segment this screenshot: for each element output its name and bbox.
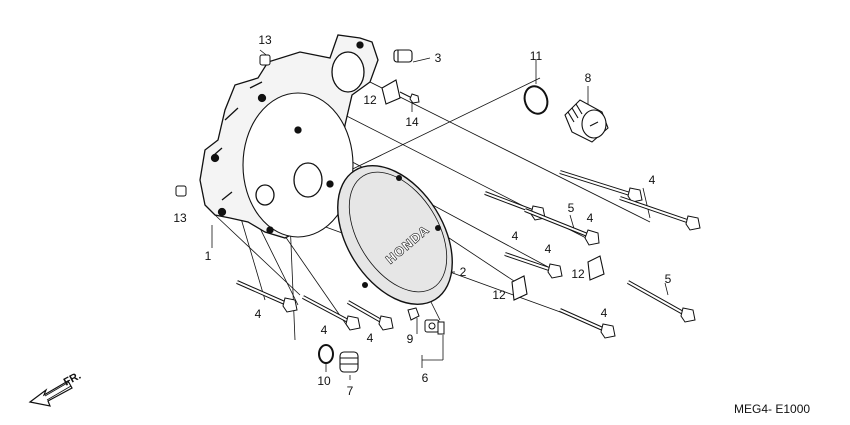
cover-screw-hole xyxy=(396,175,402,181)
cover-screw-hole xyxy=(362,282,368,288)
bolt-part-4 xyxy=(619,196,701,231)
sealing-washer xyxy=(318,344,334,364)
callout-14: 14 xyxy=(405,115,419,129)
callout-4f: 4 xyxy=(255,307,262,321)
callout-10: 10 xyxy=(317,374,331,388)
callout-8: 8 xyxy=(585,71,592,85)
crankcase-cover-part-1 xyxy=(199,34,379,239)
callout-6: 6 xyxy=(422,371,429,385)
long-bolts xyxy=(236,170,701,339)
clamp xyxy=(511,275,528,301)
breather-fitting-part-3 xyxy=(393,49,413,63)
bolt-part-4 xyxy=(236,280,298,313)
mount-hole xyxy=(257,93,267,103)
cover-ribs xyxy=(213,81,263,201)
leader-line xyxy=(439,231,521,286)
callout-4b: 4 xyxy=(587,211,594,225)
callout-5b: 5 xyxy=(665,272,672,286)
callout-11: 11 xyxy=(530,49,543,63)
callout-4c: 4 xyxy=(512,229,519,243)
decorative-cover-shell xyxy=(337,165,453,305)
callout-3: 3 xyxy=(435,51,442,65)
callout-12a: 12 xyxy=(363,93,377,107)
mount-hole xyxy=(356,41,364,49)
callout-1: 1 xyxy=(205,249,212,263)
bolt-part-4 xyxy=(504,252,563,279)
bolt-part-4 xyxy=(302,295,361,331)
flange-nut xyxy=(407,307,420,321)
drain-plug-body xyxy=(339,351,359,373)
mount-hole xyxy=(217,207,227,217)
mount-hole xyxy=(210,153,220,163)
decorative-cover-rim xyxy=(348,171,448,293)
bolt-part-5 xyxy=(627,280,696,323)
bolt-set-washer xyxy=(428,322,436,330)
filler-cap-slot xyxy=(589,121,599,127)
bolt-part-4 xyxy=(347,300,394,331)
cover-breather-port xyxy=(331,51,365,93)
leader-line xyxy=(642,187,651,219)
breather-fitting-body xyxy=(393,49,413,63)
callout-labels: 1 2 3 4 4 4 4 4 4 4 4 5 5 6 7 8 9 10 11 … xyxy=(173,33,671,398)
bolt-part-5 xyxy=(524,208,600,246)
cover-screw-hole xyxy=(435,225,441,231)
clamp xyxy=(381,79,401,105)
plug-part-7 xyxy=(339,351,359,373)
mount-hole xyxy=(266,226,274,234)
front-direction-label: FR. xyxy=(62,370,83,389)
callout-4g: 4 xyxy=(321,323,328,337)
callout-7: 7 xyxy=(347,384,354,398)
bolt-part-4 xyxy=(559,170,643,203)
bolt-part-14 xyxy=(399,91,420,104)
callout-9: 9 xyxy=(407,332,414,346)
cover-bolt-boss xyxy=(255,184,275,206)
bolt-part-4 xyxy=(559,308,616,339)
clamp xyxy=(587,255,605,281)
dowel-pins-part-13 xyxy=(175,54,271,197)
filler-cap-threads xyxy=(567,103,583,123)
leader-line xyxy=(214,214,301,296)
callout-4d: 4 xyxy=(545,242,552,256)
leader-line xyxy=(664,282,669,296)
bolt-head xyxy=(409,93,420,104)
dowel-pin xyxy=(259,54,271,66)
leader-line xyxy=(289,219,296,341)
washer-part-10 xyxy=(318,344,334,364)
cover-dome xyxy=(242,92,354,238)
callout-2: 2 xyxy=(460,265,467,279)
bolt-washer-part-9 xyxy=(407,307,420,321)
callout-13a: 13 xyxy=(258,33,272,47)
mount-hole xyxy=(294,126,302,134)
leader-line xyxy=(412,57,431,63)
callout-4e: 4 xyxy=(601,306,608,320)
mount-hole xyxy=(326,180,334,188)
cover-inspection-hole xyxy=(293,162,323,198)
callout-13b: 13 xyxy=(173,211,187,225)
dowel-pin xyxy=(175,185,187,197)
diagram-code: MEG4- E1000 xyxy=(734,402,810,416)
callout-12b: 12 xyxy=(571,267,585,281)
bolt-shank xyxy=(399,91,413,99)
leader-line xyxy=(329,77,541,181)
oil-filler-cap-part-8 xyxy=(564,99,609,143)
front-direction-arrow-icon: FR. xyxy=(28,370,83,407)
callout-4a: 4 xyxy=(649,173,656,187)
o-ring-part-11 xyxy=(523,85,549,115)
decorative-cover-part-2: HONDA xyxy=(337,165,453,305)
leader-line xyxy=(239,214,266,301)
clamps-part-12 xyxy=(381,79,605,301)
callout-5a: 5 xyxy=(568,201,575,215)
bolt-set-part-6 xyxy=(424,319,445,335)
callout-12c: 12 xyxy=(492,288,506,302)
callout-4h: 4 xyxy=(367,331,374,345)
bolt-set-stud xyxy=(437,321,445,335)
